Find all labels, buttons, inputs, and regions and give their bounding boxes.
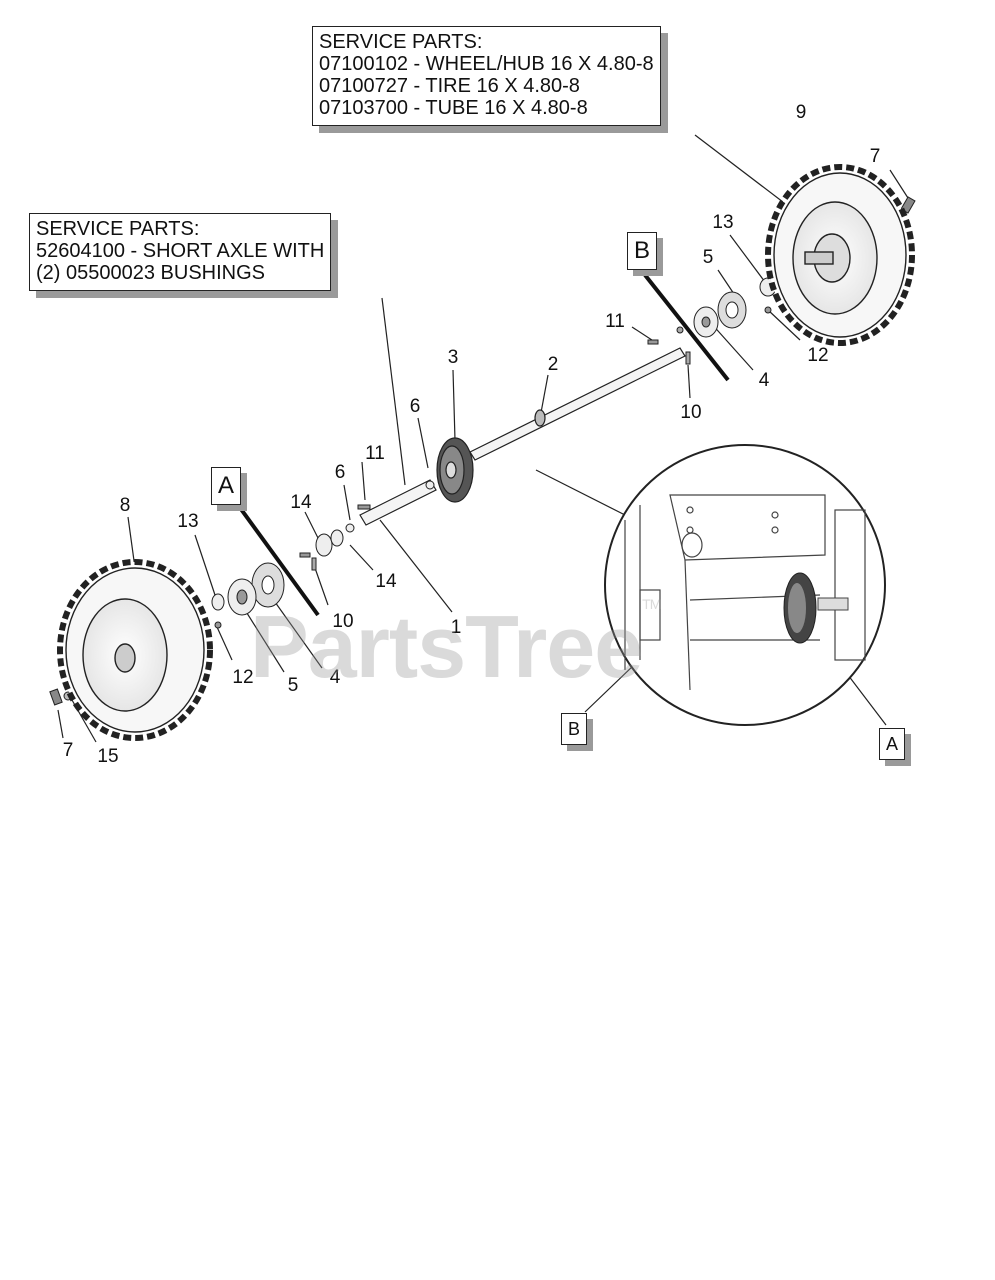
callout-11-left: 11 bbox=[365, 443, 385, 464]
axle-shaft bbox=[359, 347, 686, 526]
callout-6-lower: 6 bbox=[335, 462, 346, 483]
callout-13-left: 13 bbox=[177, 511, 198, 532]
watermark-trademark: TM bbox=[642, 596, 661, 612]
tag-b-inset: B bbox=[561, 713, 587, 745]
tag-a-main: A bbox=[211, 467, 241, 505]
callout-9: 9 bbox=[796, 102, 807, 123]
service-parts-axle-line-1: SERVICE PARTS: bbox=[36, 218, 200, 240]
callout-11-right: 11 bbox=[605, 311, 625, 332]
small-hardware bbox=[49, 196, 916, 706]
service-parts-axle-line-3: (2) 05500023 BUSHINGS bbox=[36, 262, 266, 284]
watermark-text: PartsTree bbox=[250, 597, 643, 696]
drive-gear bbox=[436, 437, 474, 503]
left-wheel bbox=[57, 559, 213, 741]
callout-12-right: 12 bbox=[807, 345, 828, 366]
callout-5-right: 5 bbox=[703, 247, 714, 268]
indicator-lines bbox=[236, 273, 730, 617]
service-parts-wheel-line-1: SERVICE PARTS: bbox=[319, 31, 483, 53]
watermark: PartsTreeTM bbox=[250, 596, 661, 698]
callout-15: 15 bbox=[97, 746, 118, 767]
callout-1: 1 bbox=[451, 617, 462, 638]
tag-a-inset: A bbox=[879, 728, 905, 760]
callout-14-upper: 14 bbox=[290, 492, 312, 513]
callout-4-left: 4 bbox=[330, 667, 341, 688]
callout-12-left: 12 bbox=[232, 667, 253, 688]
service-parts-axle-line-2: 52604100 - SHORT AXLE WITH bbox=[36, 240, 325, 262]
callout-13-right: 13 bbox=[712, 212, 733, 233]
callout-3: 3 bbox=[448, 347, 459, 368]
service-parts-wheel-box: SERVICE PARTS: 07100102 - WHEEL/HUB 16 X… bbox=[312, 26, 661, 126]
callout-6-upper: 6 bbox=[410, 396, 421, 417]
service-parts-wheel-line-4: 07103700 - TUBE 16 X 4.80-8 bbox=[319, 97, 588, 119]
right-wheel bbox=[765, 164, 915, 346]
callout-10-right: 10 bbox=[680, 402, 701, 423]
callout-7-right: 7 bbox=[870, 146, 881, 167]
callout-8: 8 bbox=[120, 495, 131, 516]
service-parts-wheel-line-3: 07100727 - TIRE 16 X 4.80-8 bbox=[319, 75, 580, 97]
callout-5-left: 5 bbox=[288, 675, 299, 696]
service-parts-wheel-line-2: 07100102 - WHEEL/HUB 16 X 4.80-8 bbox=[319, 53, 654, 75]
callout-4-right: 4 bbox=[759, 370, 770, 391]
tag-b-main: B bbox=[627, 232, 657, 270]
callout-7-left: 7 bbox=[63, 740, 74, 761]
callout-2: 2 bbox=[548, 354, 559, 375]
callout-10-left: 10 bbox=[332, 611, 353, 632]
callout-14-lower: 14 bbox=[375, 571, 397, 592]
inset-view bbox=[604, 444, 886, 726]
service-parts-axle-box: SERVICE PARTS: 52604100 - SHORT AXLE WIT… bbox=[29, 213, 332, 291]
